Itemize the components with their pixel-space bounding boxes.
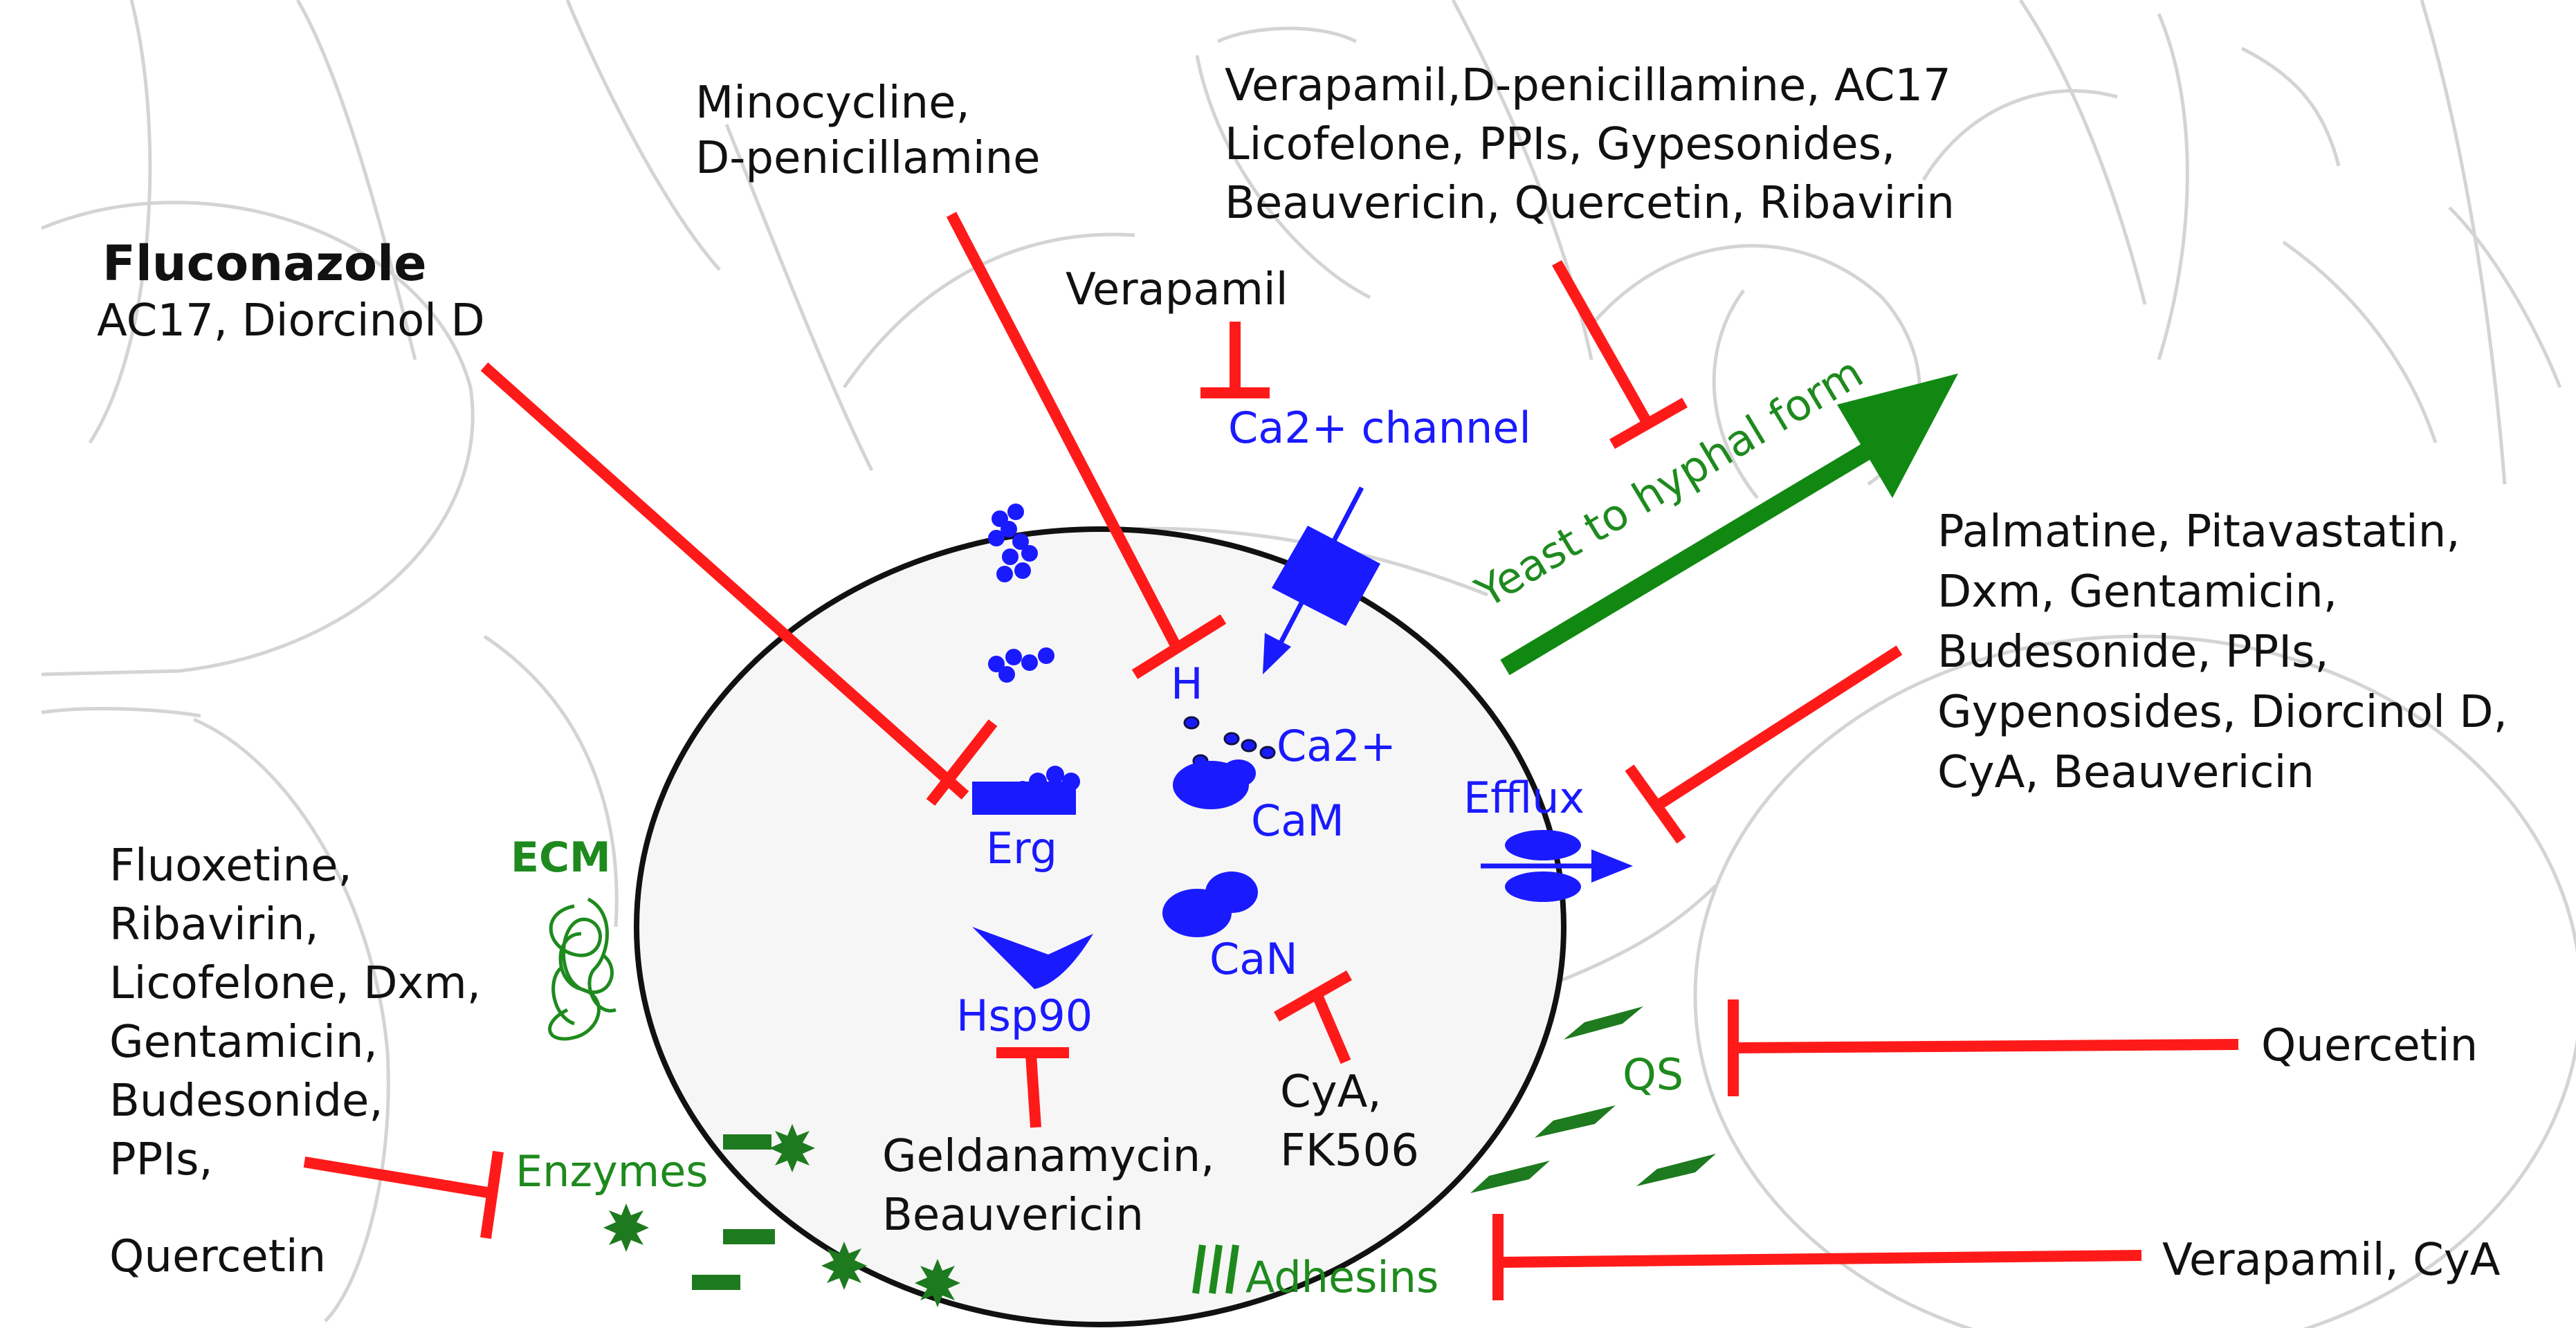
efflux-line4: Gypenosides, Diorcinol D, [1937,687,2508,738]
background-cell-right [1693,634,2576,1328]
adhesins-label: Adhesins [1245,1252,1438,1302]
inhibition-verapamil-channel [1200,322,1270,398]
minocycline-line1: Minocycline, [695,77,970,129]
efflux-line5: CyA, Beauvericin [1937,747,2314,798]
inhibition-fluconazole [480,362,998,806]
enzymes-label: Enzymes [515,1146,709,1197]
can-label: CaN [1209,934,1298,984]
ergosterol-icon [972,766,1080,815]
calcium-channel-icon [1263,486,1380,674]
can-line2: FK506 [1280,1125,1419,1177]
adhesins-icon [1192,1244,1239,1294]
enzymes-line4: Gentamicin, [109,1017,378,1068]
calcineurin-icon [1162,872,1258,937]
cam-label: CaM [1251,795,1344,846]
inhibition-minocycline [946,212,1227,679]
h-label: H [1171,658,1203,709]
efflux-pump-icon [1481,830,1633,902]
can-inhibitors: CyA, FK506 [1280,1067,1419,1177]
minocycline-line2: D-penicillamine [695,133,1041,184]
yeast-to-hyphal-arrow [1500,374,1958,676]
ecm-label: ECM [511,833,611,882]
yeast-hyphal-inhibitors: Verapamil,D-penicillamine, AC17 Licofelo… [1225,60,1955,229]
hsp90-line2: Beauvericin [882,1190,1144,1241]
inhibition-efflux [1625,645,1903,844]
efflux-inhibitors: Palmatine, Pitavastatin, Dxm, Gentamicin… [1937,506,2508,798]
adhesins-inhibitors: Verapamil, CyA [2162,1235,2501,1286]
background-cells [41,0,2576,1328]
inhibition-qs [1728,999,2239,1096]
erg-label: Erg [986,823,1057,874]
inhibition-yeast-hyphal [1552,260,1688,449]
efflux-line3: Budesonide, PPIs, [1937,627,2329,678]
can-line1: CyA, [1280,1067,1382,1118]
qs-label: QS [1623,1049,1683,1100]
inhibition-hsp90 [996,1047,1069,1128]
efflux-line2: Dxm, Gentamicin, [1937,566,2337,618]
enzymes-line3: Licofelone, Dxm, [109,958,481,1009]
fluconazole-group: Fluconazole AC17, Diorcinol D [97,235,485,347]
inhibition-enzymes [303,1150,504,1239]
efflux-label: Efflux [1463,773,1584,823]
sterol-molecules [988,504,1054,683]
yeast-hyphal-line2: Licofelone, PPIs, Gypesonides, [1225,119,1895,170]
fluconazole-drugs: AC17, Diorcinol D [97,295,485,347]
verapamil-channel-label: Verapamil [1066,264,1288,315]
enzymes-line2: Ribavirin, [109,899,319,950]
enzymes-line6: PPIs, [109,1134,213,1186]
hsp90-inhibitors: Geldanamycin, Beauvericin [882,1131,1214,1241]
hsp90-line1: Geldanamycin, [882,1131,1214,1182]
efflux-line1: Palmatine, Pitavastatin, [1937,506,2460,557]
minocycline-group: Minocycline, D-penicillamine [695,77,1041,184]
enzyme-inhibitors: Fluoxetine, Ribavirin, Licofelone, Dxm, … [109,840,481,1282]
qs-inhibitor: Quercetin [2261,1020,2478,1071]
hsp90-label: Hsp90 [956,990,1093,1041]
enzymes-line1: Fluoxetine, [109,840,352,892]
ca-channel-label: Ca2+ channel [1228,403,1531,453]
inhibition-adhesins [1492,1214,2142,1300]
fungal-cell [634,526,1566,1327]
enzymes-line5: Budesonide, [109,1076,383,1127]
fluconazole-title: Fluconazole [102,235,427,292]
qs-molecules [1470,1006,1716,1193]
inhibition-can [1274,970,1352,1064]
hsp90-icon [972,927,1093,989]
yeast-hyphal-line1: Verapamil,D-penicillamine, AC17 [1225,60,1951,111]
yeast-hyphal-line3: Beauvericin, Quercetin, Ribavirin [1225,178,1955,229]
enzymes-line7: Quercetin [109,1231,326,1282]
calmodulin-icon [1173,759,1256,809]
ecm-tangle-icon [548,897,616,1041]
ca2-label: Ca2+ [1277,721,1396,771]
enzyme-molecules [603,1124,960,1307]
